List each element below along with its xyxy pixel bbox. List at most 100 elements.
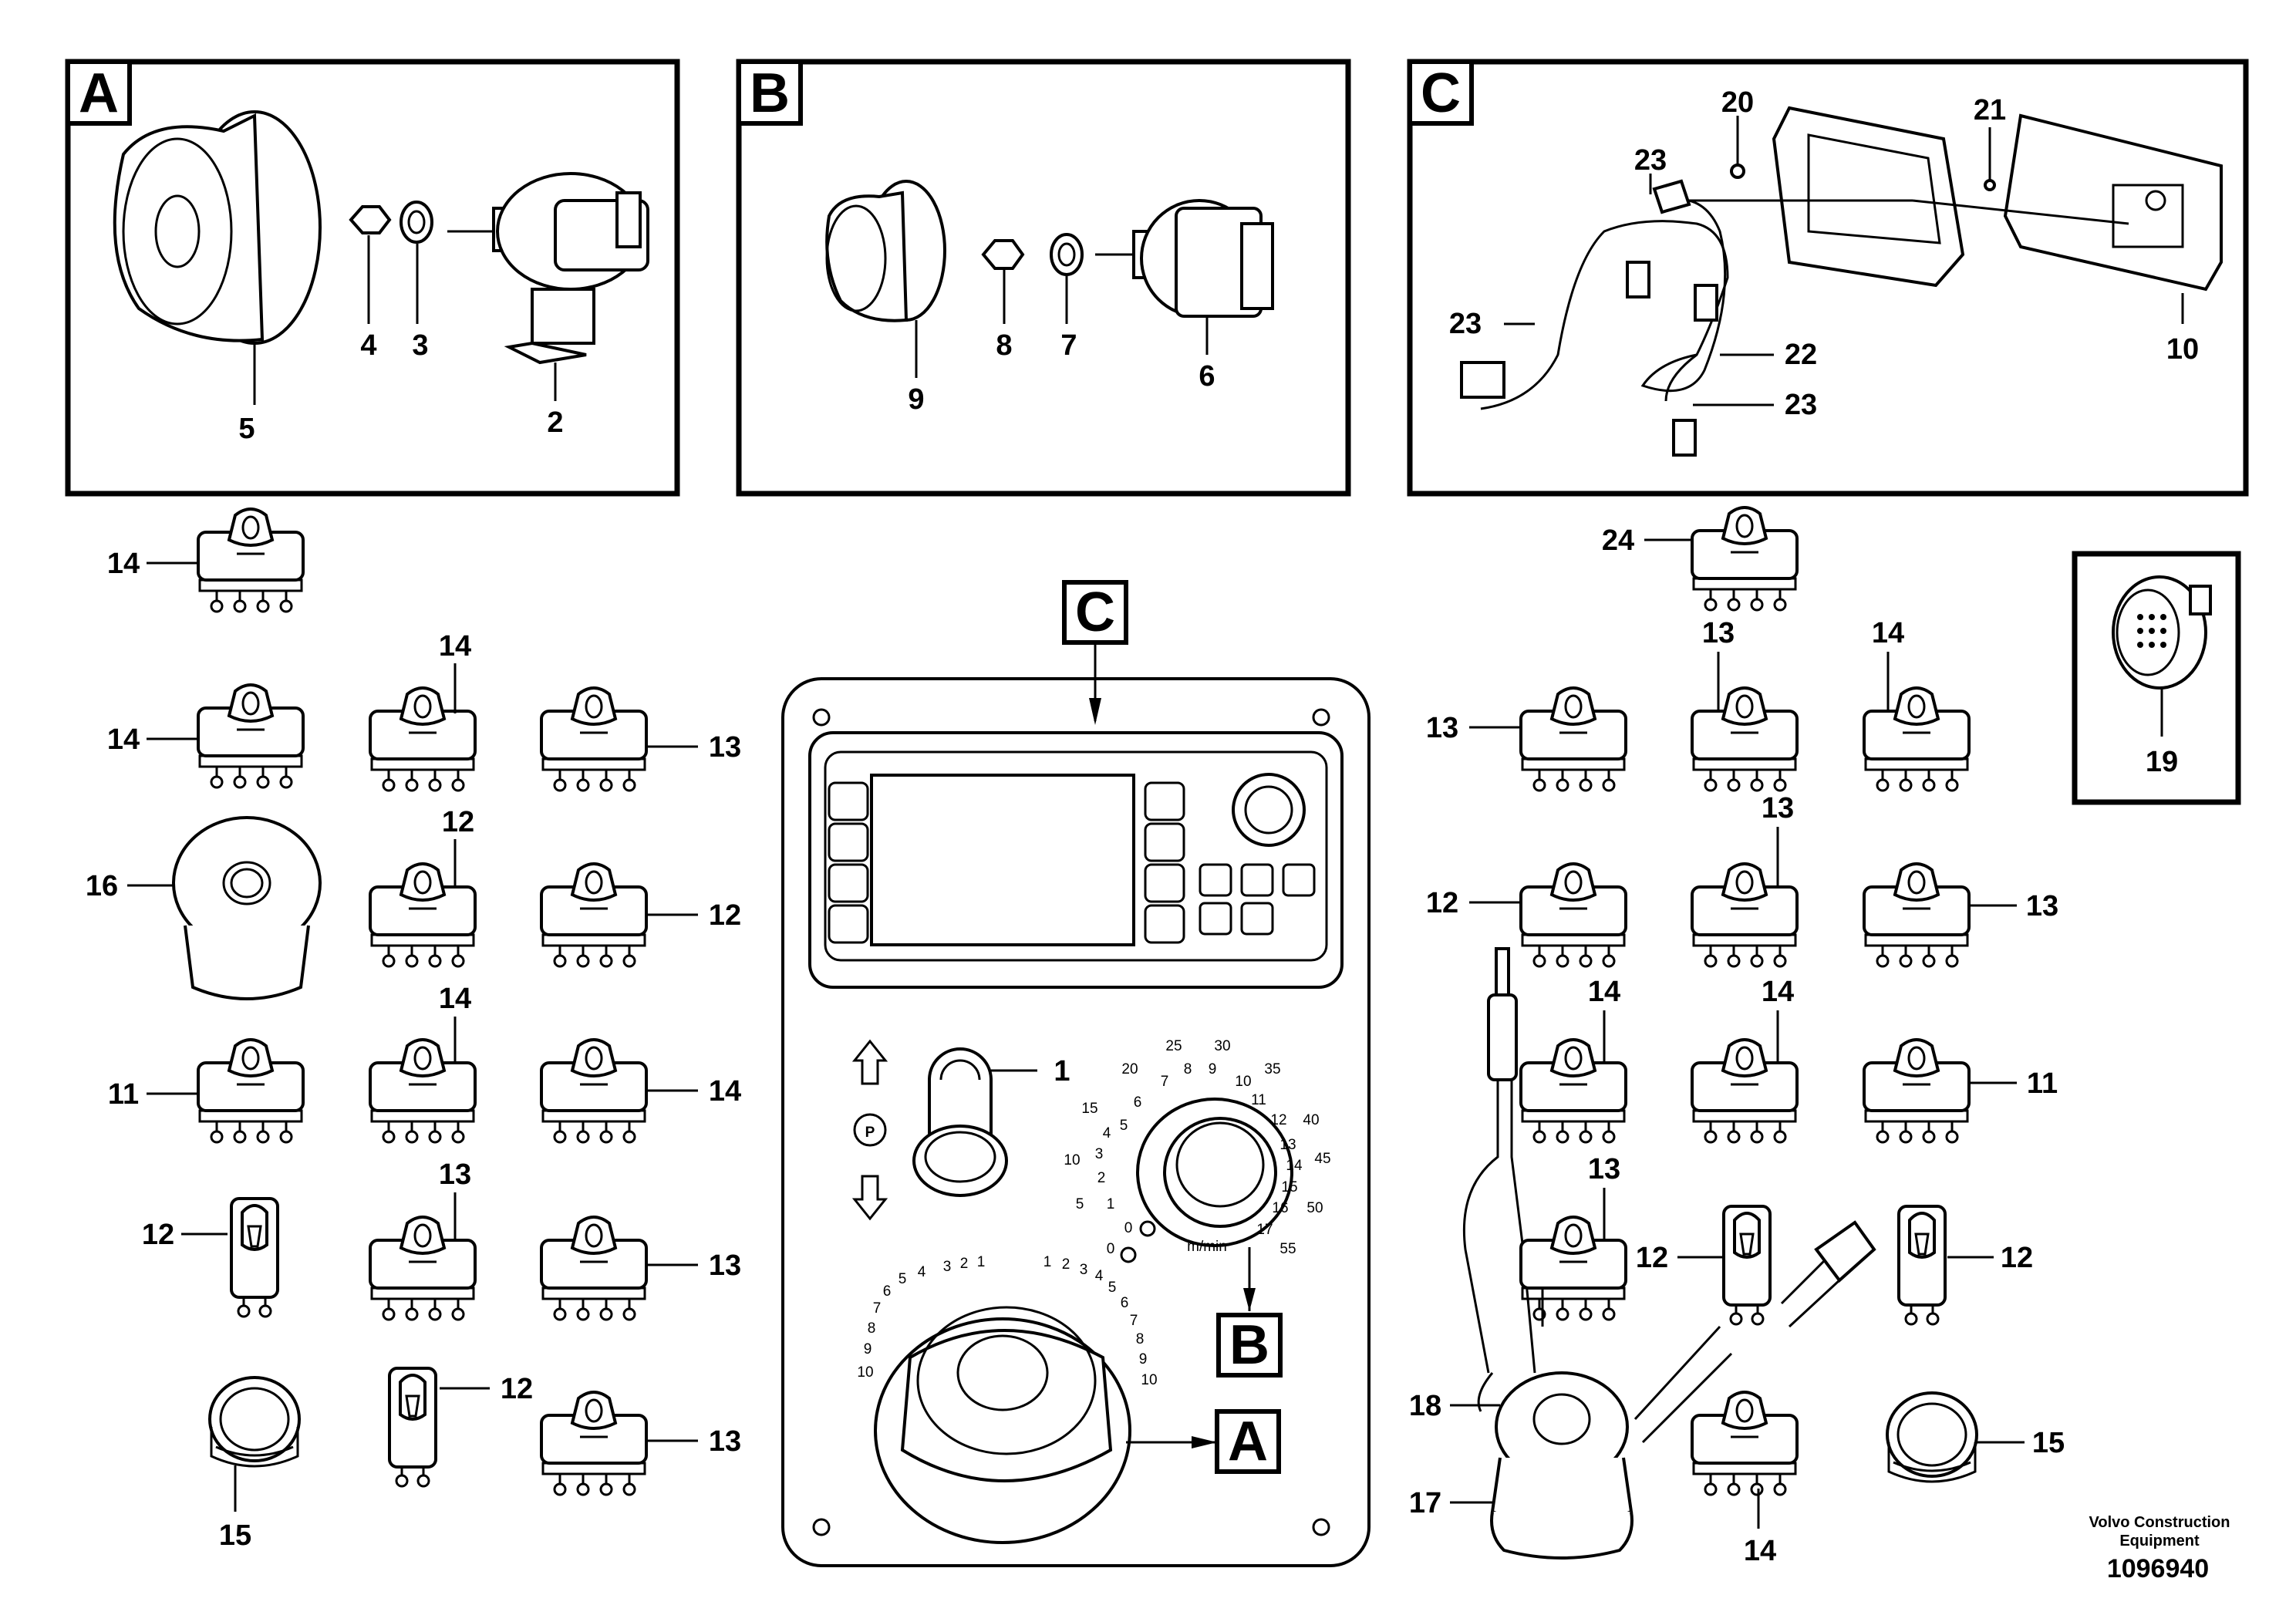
right-label-17: 17 — [1409, 1487, 1441, 1519]
svg-text:4: 4 — [1103, 1125, 1111, 1141]
right-label-r5-3: 12 — [2001, 1242, 2033, 1274]
svg-text:30: 30 — [1214, 1038, 1230, 1054]
right-label-r6-4: 15 — [2032, 1427, 2065, 1459]
right-label-r5-2: 12 — [1636, 1242, 1668, 1274]
svg-text:0: 0 — [1124, 1220, 1133, 1236]
svg-text:45: 45 — [1314, 1151, 1330, 1167]
svg-text:3: 3 — [1080, 1262, 1088, 1278]
left-label-r4-2: 14 — [439, 983, 471, 1015]
speed-unit: m/min — [1187, 1239, 1227, 1255]
right-label-r2-3: 14 — [1872, 617, 1904, 649]
svg-text:15: 15 — [1081, 1101, 1097, 1117]
svg-text:12: 12 — [1270, 1112, 1286, 1128]
left-label-r3-1: 16 — [86, 870, 118, 902]
left-switch-group: 14 14 14 13 16 12 12 11 14 — [86, 508, 741, 1552]
svg-text:20: 20 — [1121, 1061, 1138, 1077]
svg-text:9: 9 — [1139, 1351, 1148, 1367]
brand-line-2: Equipment — [2119, 1533, 2200, 1549]
large-knob — [874, 1306, 1131, 1544]
box-letter-a: A — [79, 62, 119, 124]
svg-text:1: 1 — [1107, 1196, 1115, 1212]
detail-box-a: A 4 3 2 5 — [65, 59, 680, 497]
part-label-23b: 23 — [1449, 308, 1482, 340]
part-label-10: 10 — [2166, 333, 2199, 366]
footer: Volvo Construction Equipment 1096940 — [2089, 1514, 2230, 1583]
left-label-r3-2: 12 — [442, 806, 474, 838]
drawing-number: 1096940 — [2107, 1554, 2209, 1583]
part-label-23c: 23 — [1785, 389, 1817, 421]
svg-text:9: 9 — [1209, 1061, 1217, 1077]
part-label-8: 8 — [996, 329, 1012, 362]
svg-text:9: 9 — [864, 1341, 872, 1357]
svg-text:7: 7 — [1161, 1074, 1169, 1090]
right-label-r2-1: 13 — [1426, 712, 1458, 744]
svg-text:10: 10 — [1141, 1372, 1157, 1388]
svg-text:7: 7 — [873, 1300, 882, 1317]
brand-line-1: Volvo Construction — [2089, 1514, 2230, 1531]
svg-text:6: 6 — [1121, 1295, 1129, 1311]
svg-text:5: 5 — [1120, 1118, 1128, 1134]
svg-text:10: 10 — [1064, 1152, 1080, 1168]
part-label-23a: 23 — [1634, 144, 1667, 177]
right-label-r5-1: 13 — [1588, 1153, 1620, 1185]
svg-text:4: 4 — [1095, 1268, 1104, 1284]
left-label-r3-3: 12 — [709, 899, 741, 932]
svg-text:11: 11 — [1251, 1092, 1266, 1108]
left-label-r2-2: 14 — [439, 630, 471, 663]
svg-text:15: 15 — [1281, 1179, 1297, 1195]
right-label-r3-1: 12 — [1426, 887, 1458, 919]
svg-text:25: 25 — [1165, 1038, 1182, 1054]
svg-text:40: 40 — [1303, 1112, 1319, 1128]
right-label-r4-2: 14 — [1762, 976, 1794, 1008]
right-label-r4-1: 14 — [1588, 976, 1620, 1008]
left-label-r2-3: 13 — [709, 731, 741, 764]
svg-text:3: 3 — [1095, 1146, 1104, 1162]
right-label-18: 18 — [1409, 1390, 1441, 1422]
part-label-9: 9 — [908, 383, 924, 416]
svg-text:8: 8 — [1136, 1331, 1145, 1347]
speed-dial — [1136, 1098, 1293, 1247]
svg-text:8: 8 — [1184, 1061, 1192, 1077]
left-label-r5-2: 13 — [439, 1158, 471, 1191]
svg-text:13: 13 — [1279, 1137, 1296, 1153]
svg-text:0: 0 — [1107, 1241, 1115, 1257]
svg-text:2: 2 — [1062, 1256, 1070, 1273]
cable-assembly — [1462, 947, 1876, 1560]
right-label-r3-3: 13 — [2026, 890, 2058, 922]
panel-callout-a: A — [1228, 1411, 1268, 1472]
right-label-r4-3: 11 — [2027, 1067, 2058, 1100]
left-label-r5-1: 12 — [142, 1219, 174, 1251]
left-label-r4-3: 14 — [709, 1075, 741, 1108]
panel-callout-c: C — [1075, 582, 1115, 643]
svg-text:10: 10 — [1235, 1074, 1251, 1090]
panel-callout-b: B — [1229, 1314, 1269, 1376]
detail-box-b: B 9 8 7 6 — [736, 59, 1351, 497]
part-label-6: 6 — [1199, 360, 1215, 393]
svg-text:8: 8 — [868, 1320, 876, 1337]
part-label-7: 7 — [1060, 329, 1077, 362]
left-label-r6-3: 13 — [709, 1425, 741, 1458]
inset-19: 19 — [2072, 551, 2241, 805]
svg-text:50: 50 — [1306, 1200, 1323, 1216]
left-label-r5-3: 13 — [709, 1249, 741, 1282]
part-label-3: 3 — [412, 329, 428, 362]
svg-text:16: 16 — [1272, 1200, 1288, 1216]
svg-text:10: 10 — [857, 1364, 873, 1381]
svg-text:1: 1 — [977, 1254, 986, 1270]
part-label-22: 22 — [1785, 339, 1817, 371]
lever-1 — [912, 1047, 1008, 1197]
right-label-r6-3: 14 — [1744, 1535, 1776, 1567]
svg-text:5: 5 — [1108, 1280, 1117, 1296]
part-label-2: 2 — [547, 406, 563, 439]
part-label-21: 21 — [1974, 94, 2006, 126]
left-label-r2-1: 14 — [107, 723, 140, 756]
part-label-5: 5 — [238, 413, 255, 445]
box-letter-c: C — [1421, 62, 1461, 124]
part-label-4: 4 — [360, 329, 376, 362]
right-switch-group: 24 13 13 14 12 13 13 — [1409, 506, 2065, 1567]
svg-text:4: 4 — [918, 1264, 926, 1280]
svg-text:2: 2 — [960, 1256, 969, 1272]
svg-text:6: 6 — [883, 1283, 892, 1300]
svg-text:6: 6 — [1134, 1094, 1142, 1111]
